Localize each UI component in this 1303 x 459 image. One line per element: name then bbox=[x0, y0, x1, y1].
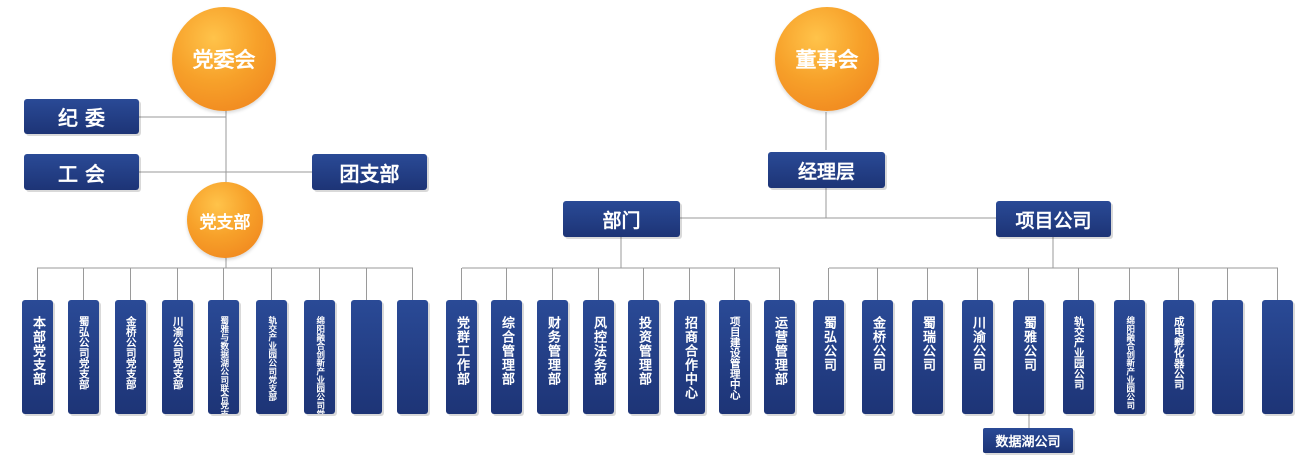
department-label: 项目建设管理中心 bbox=[728, 316, 741, 400]
department-box: 风控法务部 bbox=[583, 300, 614, 414]
department-box: 综合管理部 bbox=[491, 300, 522, 414]
project-company-label: 轨交产业园公司 bbox=[1072, 316, 1085, 390]
data-lake-company-box: 数据湖公司 bbox=[983, 428, 1073, 453]
party-branch-label: 绵阳融合创新产业园公司党支部 bbox=[314, 316, 325, 414]
department-box: 运营管理部 bbox=[764, 300, 795, 414]
department-box: 项目建设管理中心 bbox=[719, 300, 750, 414]
youth-league-box: 团支部 bbox=[312, 154, 427, 190]
party-branch-label: 本部党支部 bbox=[30, 316, 45, 386]
department-box: 财务管理部 bbox=[537, 300, 568, 414]
project-company-box bbox=[1212, 300, 1243, 414]
project-companies-box: 项目公司 bbox=[996, 201, 1111, 237]
project-company-label: 川渝公司 bbox=[970, 316, 985, 372]
party-branch-box: 川渝公司党支部 bbox=[162, 300, 193, 414]
department-label: 运营管理部 bbox=[772, 316, 787, 386]
party-branch-label: 川渝公司党支部 bbox=[171, 316, 184, 390]
project-company-box bbox=[1262, 300, 1293, 414]
project-company-box: 轨交产业园公司 bbox=[1063, 300, 1094, 414]
project-company-box: 川渝公司 bbox=[962, 300, 993, 414]
department-box: 党群工作部 bbox=[446, 300, 477, 414]
party-branch-box bbox=[397, 300, 428, 414]
party-branch-box: 轨交产业园公司党支部 bbox=[256, 300, 287, 414]
project-company-label: 蜀瑞公司 bbox=[920, 316, 935, 372]
party-branch-box: 蜀雅与数据湖公司联合党支部 bbox=[208, 300, 239, 414]
party-committee-node: 党委会 bbox=[172, 7, 276, 111]
party-branch-box bbox=[351, 300, 382, 414]
project-company-box: 金桥公司 bbox=[862, 300, 893, 414]
department-label: 财务管理部 bbox=[545, 316, 560, 386]
project-company-box: 绵阳融合创新产业园公司 bbox=[1114, 300, 1145, 414]
project-company-label: 成电孵化器公司 bbox=[1172, 316, 1185, 390]
project-company-box: 蜀雅公司 bbox=[1013, 300, 1044, 414]
party-branch-box: 绵阳融合创新产业园公司党支部 bbox=[304, 300, 335, 414]
department-box: 招商合作中心 bbox=[674, 300, 705, 414]
department-label: 风控法务部 bbox=[591, 316, 606, 386]
project-company-label: 蜀雅公司 bbox=[1021, 316, 1036, 372]
party-branch-node: 党支部 bbox=[187, 182, 263, 258]
management-box: 经理层 bbox=[768, 152, 885, 188]
department-label: 综合管理部 bbox=[499, 316, 514, 386]
union-box: 工 会 bbox=[24, 154, 139, 190]
project-company-label: 金桥公司 bbox=[870, 316, 885, 372]
department-box: 投资管理部 bbox=[628, 300, 659, 414]
department-label: 投资管理部 bbox=[636, 316, 651, 386]
project-company-box: 蜀弘公司 bbox=[813, 300, 844, 414]
project-company-label: 蜀弘公司 bbox=[821, 316, 836, 372]
project-company-box: 蜀瑞公司 bbox=[912, 300, 943, 414]
project-company-label: 绵阳融合创新产业园公司 bbox=[1124, 316, 1135, 410]
department-label: 招商合作中心 bbox=[682, 316, 697, 400]
departments-box: 部门 bbox=[563, 201, 680, 237]
project-company-box: 成电孵化器公司 bbox=[1163, 300, 1194, 414]
party-branch-box: 本部党支部 bbox=[22, 300, 53, 414]
party-branch-label: 轨交产业园公司党支部 bbox=[266, 316, 277, 401]
discipline-committee-box: 纪 委 bbox=[24, 99, 139, 134]
board-node: 董事会 bbox=[775, 7, 879, 111]
department-label: 党群工作部 bbox=[454, 316, 469, 386]
party-branch-label: 蜀弘公司党支部 bbox=[77, 316, 90, 390]
party-branch-label: 金桥公司党支部 bbox=[124, 316, 137, 390]
party-branch-box: 蜀弘公司党支部 bbox=[68, 300, 99, 414]
party-branch-label: 蜀雅与数据湖公司联合党支部 bbox=[218, 316, 229, 414]
party-branch-box: 金桥公司党支部 bbox=[115, 300, 146, 414]
